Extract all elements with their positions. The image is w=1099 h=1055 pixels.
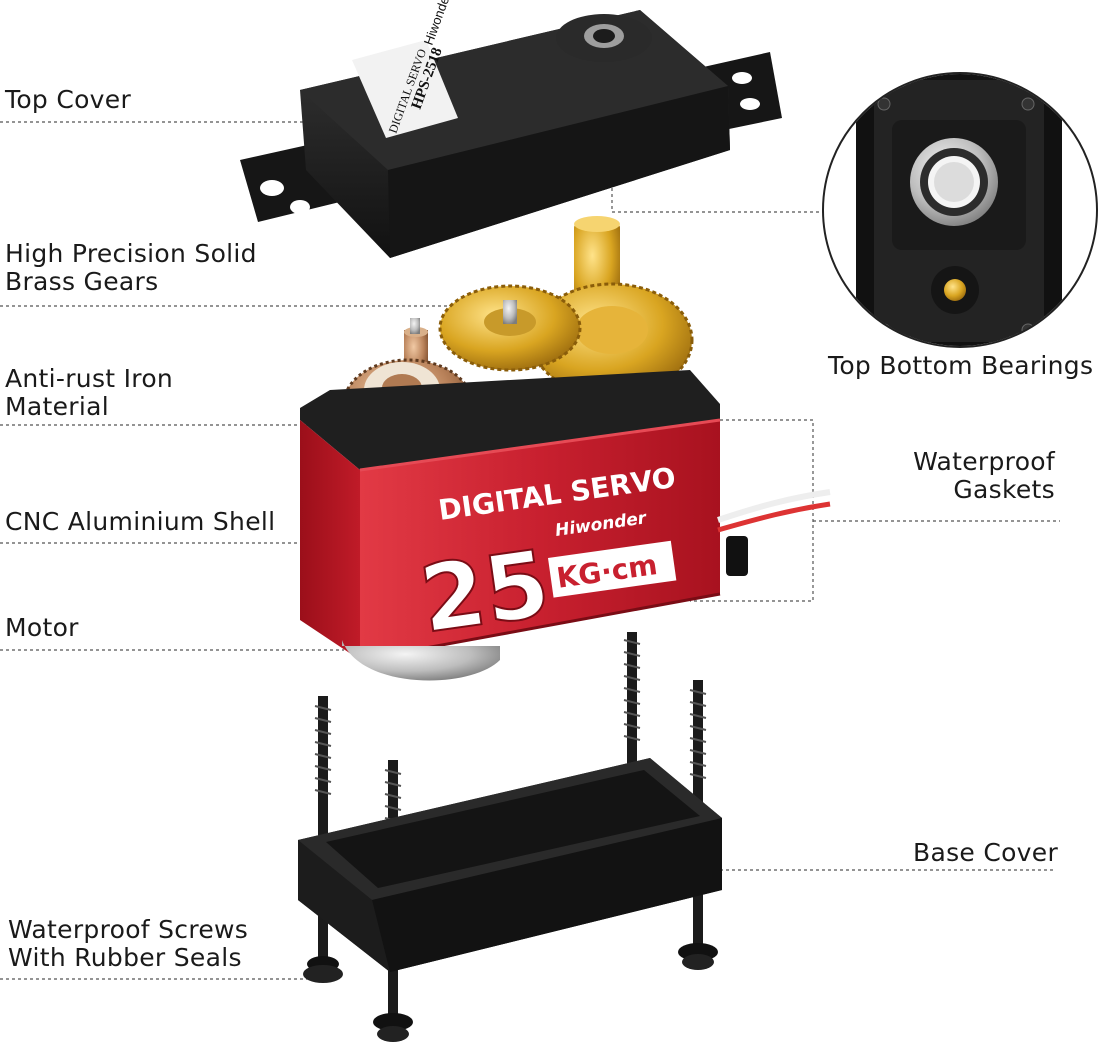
label-brass-gears-line1: High Precision Solid bbox=[5, 239, 257, 268]
leader-gaskets bbox=[690, 419, 814, 602]
label-iron-material: Anti-rust Iron Material bbox=[5, 365, 173, 421]
label-top-cover: Top Cover bbox=[5, 85, 132, 114]
label-screws-line1: Waterproof Screws bbox=[8, 915, 249, 944]
base-cover bbox=[298, 758, 722, 972]
label-iron-material-line1: Anti-rust Iron bbox=[5, 364, 174, 393]
label-screws: Waterproof Screws With Rubber Seals bbox=[8, 916, 248, 972]
label-iron-material-line2: Material bbox=[5, 392, 109, 421]
bearing-inset bbox=[822, 72, 1098, 348]
label-gaskets-line1: Waterproof bbox=[913, 447, 1055, 476]
label-gaskets-line2: Gaskets bbox=[953, 475, 1055, 504]
label-screws-line2: With Rubber Seals bbox=[8, 943, 242, 972]
label-aluminium-shell: CNC Aluminium Shell bbox=[5, 507, 276, 536]
label-bearings: Top Bottom Bearings bbox=[828, 351, 1094, 380]
label-brass-gears: High Precision Solid Brass Gears bbox=[5, 240, 257, 296]
top-cover-brand: Hiwonder bbox=[421, 0, 454, 47]
label-gaskets: Waterproof Gaskets bbox=[913, 448, 1055, 504]
label-motor: Motor bbox=[5, 613, 79, 642]
top-cover bbox=[240, 10, 782, 258]
aluminium-shell bbox=[300, 370, 831, 681]
label-base-cover: Base Cover bbox=[913, 838, 1059, 867]
torque-value: 25 bbox=[414, 530, 556, 654]
label-brass-gears-line2: Brass Gears bbox=[5, 267, 159, 296]
